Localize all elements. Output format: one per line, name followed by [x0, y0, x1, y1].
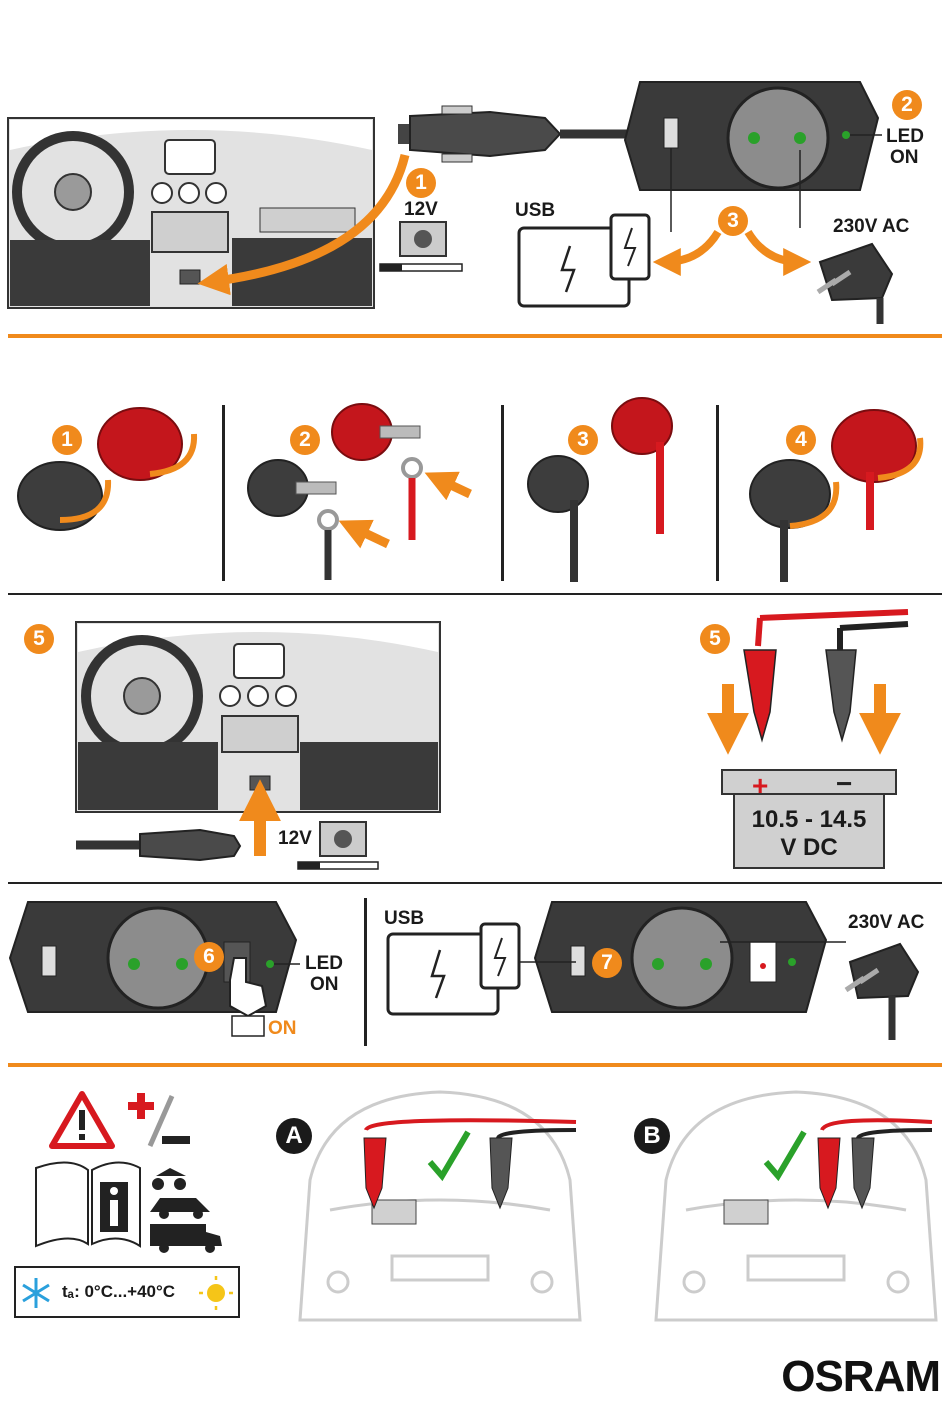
manual-info-icon	[36, 1162, 140, 1246]
voltage-12v-label: 12V	[404, 199, 438, 221]
led-label-2-line2: ON	[310, 974, 339, 996]
option-a-badge: A	[276, 1118, 312, 1154]
terminal-step-1-badge: 1	[52, 425, 82, 455]
terminal-step2	[248, 404, 470, 580]
terminal-step1	[18, 408, 194, 530]
dashboard-illustration-1	[8, 118, 374, 308]
battery-voltage-line1: 10.5 - 14.5	[744, 806, 874, 834]
ac-label-2: 230V AC	[848, 912, 924, 934]
led-label-line1: LED	[886, 126, 924, 148]
inverter-illustration-1	[625, 82, 878, 190]
temperature-range-label: tₐ: 0°C...+40°C	[62, 1282, 175, 1302]
step-5-badge-right: 5	[700, 624, 730, 654]
orange-divider-bottom	[8, 1063, 942, 1067]
step-2-badge: 2	[892, 90, 922, 120]
voltage-12v-label-2: 12V	[278, 828, 312, 850]
step-7-badge: 7	[592, 948, 622, 978]
polarity-icon	[128, 1093, 190, 1146]
osram-logo: OSRAM	[781, 1352, 940, 1402]
warning-triangle-icon	[52, 1094, 112, 1146]
step-6-badge: 6	[194, 942, 224, 972]
power-plug-2	[846, 944, 918, 1040]
inverter-illustration-3	[515, 902, 846, 1012]
terminal-step4	[750, 410, 920, 582]
car-illustration-a	[300, 1092, 580, 1320]
step-3-badge: 3	[718, 206, 748, 236]
terminal-step3	[528, 398, 672, 582]
led-label-2-line1: LED	[305, 953, 343, 975]
battery-minus: −	[836, 768, 852, 800]
divider-2	[8, 593, 942, 595]
battery-plus: +	[752, 770, 768, 802]
terminal-step-4-badge: 4	[786, 425, 816, 455]
battery-voltage-line2: V DC	[744, 834, 874, 862]
switch-on-label: ON	[268, 1018, 297, 1040]
terminal-step-3-badge: 3	[568, 425, 598, 455]
step-5-badge-left: 5	[24, 624, 54, 654]
cigarette-plug-1	[398, 106, 630, 162]
option-b-badge: B	[634, 1118, 670, 1154]
usb-label-2: USB	[384, 908, 424, 930]
vehicle-types-icon	[150, 1168, 222, 1253]
terminal-step-2-badge: 2	[290, 425, 320, 455]
usb-label: USB	[515, 200, 555, 222]
inverter-illustration-2	[10, 902, 300, 1036]
car-illustration-b	[656, 1092, 936, 1320]
step-1-badge: 1	[406, 168, 436, 198]
dashboard-illustration-2	[76, 622, 440, 812]
cigarette-plug-2	[76, 830, 240, 860]
divider-3	[8, 882, 942, 884]
led-label-line2: ON	[890, 147, 919, 169]
orange-divider-top	[8, 334, 942, 338]
ac-label: 230V AC	[833, 216, 909, 238]
power-plug-1	[818, 244, 892, 324]
